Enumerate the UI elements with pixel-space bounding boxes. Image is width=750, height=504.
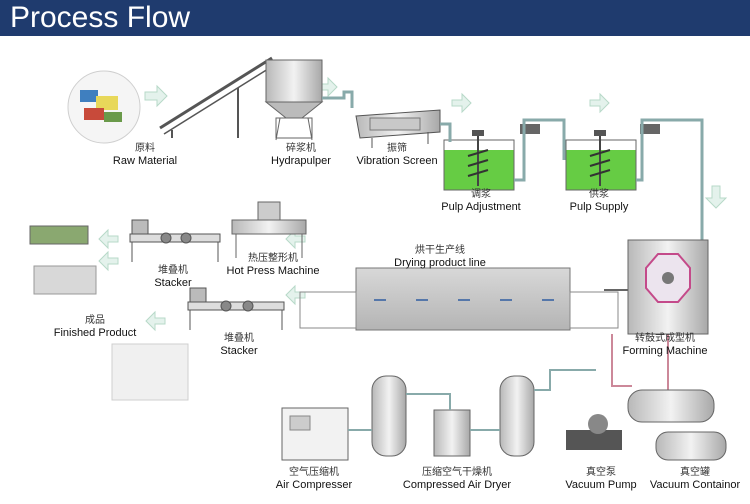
arrow-left-icon: [98, 228, 119, 250]
forming-machine: [604, 239, 709, 335]
hot-press-machine: [231, 201, 307, 258]
header-bar: Process Flow: [0, 0, 750, 36]
stacker-bottom-machine: [187, 287, 285, 330]
arrow-right-icon: [451, 92, 472, 114]
pipe: [348, 369, 596, 431]
vacuum-container-tank: [627, 389, 727, 461]
arrow-left-icon: [98, 250, 119, 272]
air-tank-2: [499, 375, 535, 457]
arrow-left-icon: [145, 310, 166, 332]
raw-material-image: [67, 70, 141, 144]
pulp-adjustment-tank: [443, 130, 515, 191]
drying-product-line: [299, 267, 619, 331]
arrow-down-icon: [704, 185, 728, 209]
arrow-right-icon: [589, 92, 610, 114]
pumps: [520, 124, 660, 134]
air-tank-1: [371, 375, 407, 457]
vacuum-pump-machine: [566, 414, 622, 450]
page-title: Process Flow: [10, 1, 191, 34]
arrow-right-icon: [144, 84, 168, 108]
process-flow-diagram: [29, 56, 728, 461]
finished-product-image: [29, 225, 189, 401]
hydrapulper-machine: [264, 59, 324, 141]
raw-material-conveyor: [159, 56, 277, 138]
pipe: [322, 90, 354, 108]
vibration-screen-machine: [355, 109, 441, 148]
air-dryer-machine: [433, 409, 471, 457]
pulp-supply-tank: [565, 130, 637, 191]
stacker-top-machine: [129, 219, 221, 262]
air-compressor-machine: [281, 407, 349, 461]
arrow-left-icon: [285, 284, 306, 306]
